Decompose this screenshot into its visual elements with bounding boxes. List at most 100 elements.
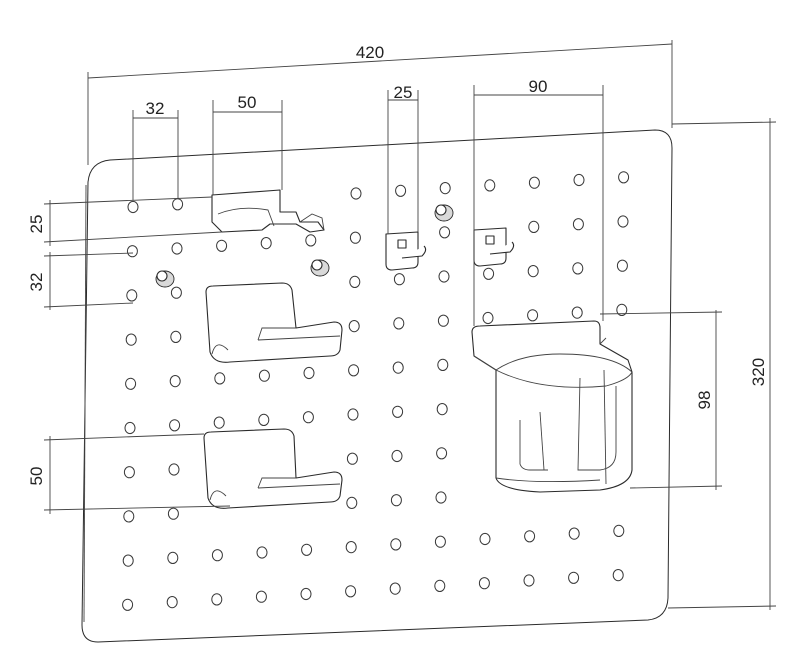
dim-lower-shelf-height: 50 xyxy=(27,467,46,486)
peg-hole xyxy=(572,262,584,275)
peg-hole xyxy=(528,220,540,233)
peg-hole xyxy=(434,535,446,548)
peg-hole xyxy=(258,413,270,426)
peg-hole xyxy=(305,234,317,247)
dimension-lines xyxy=(43,40,777,610)
peg-hole xyxy=(346,452,358,465)
peg-hole xyxy=(524,530,536,543)
peg-hole xyxy=(527,309,539,322)
peg-hole xyxy=(612,569,624,582)
peg-hole xyxy=(439,226,451,239)
dim-board-width: 420 xyxy=(356,43,384,62)
peg-hole xyxy=(349,275,361,288)
upper-shelf xyxy=(205,282,343,363)
dim-hole-pitch-h: 32 xyxy=(146,99,165,118)
peg-hole xyxy=(168,463,180,476)
peg-hole xyxy=(573,173,585,187)
peg-hole xyxy=(390,538,402,551)
peg-hole xyxy=(125,377,137,390)
peg-hole xyxy=(618,171,630,184)
peg-hole xyxy=(393,317,405,330)
peg-hole xyxy=(527,265,539,278)
dim-small-hook-width: 25 xyxy=(394,83,413,102)
peg-hole xyxy=(126,245,138,258)
peg-hole xyxy=(303,366,315,380)
peg-hole xyxy=(122,554,134,567)
cup-holder xyxy=(471,320,633,493)
dim-shelf-width: 50 xyxy=(238,93,257,112)
small-hook-right xyxy=(473,227,515,267)
peg-hole xyxy=(170,330,182,343)
peg-hole-grid xyxy=(122,171,630,611)
peg-hole xyxy=(349,231,361,244)
peg-hole xyxy=(256,546,268,559)
peg-hole xyxy=(214,372,226,385)
peg-hole xyxy=(302,411,314,424)
peg-right xyxy=(434,204,454,222)
peg-hole xyxy=(166,596,178,609)
peg-hole xyxy=(434,579,446,593)
peg-middle xyxy=(310,259,330,277)
peg-hole xyxy=(616,259,628,272)
peg-hole xyxy=(345,585,357,598)
peg-hole xyxy=(568,527,580,540)
peg-hole xyxy=(479,532,491,546)
peg-hole xyxy=(395,184,407,197)
peg-hole xyxy=(350,187,362,200)
peg-hole xyxy=(122,598,134,611)
small-shelf-bracket xyxy=(211,189,325,233)
peg-hole xyxy=(301,543,313,556)
peg-hole xyxy=(393,273,405,286)
peg-hole xyxy=(617,215,629,228)
peg-hole xyxy=(482,311,494,325)
peg-hole xyxy=(123,510,135,523)
peg-hole xyxy=(258,369,270,382)
peg-hole xyxy=(126,289,138,302)
peg-hole xyxy=(348,364,360,377)
peg-hole xyxy=(346,496,358,509)
small-hook-left xyxy=(385,231,427,271)
peg-hole xyxy=(484,179,496,192)
pegboard-edge xyxy=(83,184,87,623)
peg-hole xyxy=(260,237,272,250)
peg-hole xyxy=(167,551,179,565)
peg-hole xyxy=(483,267,495,280)
peg-hole xyxy=(613,524,625,538)
peg-hole xyxy=(127,200,139,214)
peg-hole xyxy=(345,541,357,554)
peg-hole xyxy=(523,574,535,587)
peg-hole xyxy=(568,571,580,584)
peg-hole xyxy=(213,416,225,429)
peg-hole xyxy=(123,466,135,479)
peg-hole xyxy=(347,408,359,421)
dim-cup-holder-height: 98 xyxy=(695,391,714,410)
dim-board-height: 320 xyxy=(749,358,768,386)
peg-left xyxy=(155,270,175,288)
dim-cup-holder-width: 90 xyxy=(529,77,548,96)
peg-hole xyxy=(438,270,450,283)
peg-hole xyxy=(255,590,267,603)
peg-hole xyxy=(439,182,451,195)
peg-hole xyxy=(392,405,404,418)
peg-hole xyxy=(167,507,179,520)
peg-hole xyxy=(211,549,223,562)
peg-hole xyxy=(436,403,448,416)
peg-hole xyxy=(616,303,628,316)
peg-hole xyxy=(169,375,181,388)
peg-hole xyxy=(348,320,360,333)
peg-hole xyxy=(478,577,490,590)
peg-hole xyxy=(171,242,183,255)
peg-hole xyxy=(572,218,584,231)
peg-hole xyxy=(300,587,312,601)
peg-hole xyxy=(571,306,583,319)
peg-hole xyxy=(435,491,447,504)
peg-hole xyxy=(170,286,182,299)
peg-hole xyxy=(436,447,448,460)
peg-hole xyxy=(169,419,181,432)
peg-hole xyxy=(172,198,184,211)
peg-hole xyxy=(389,582,401,595)
dim-shelf-offset: 25 xyxy=(27,215,46,234)
peg-hole xyxy=(437,314,449,327)
peg-hole xyxy=(216,239,228,252)
